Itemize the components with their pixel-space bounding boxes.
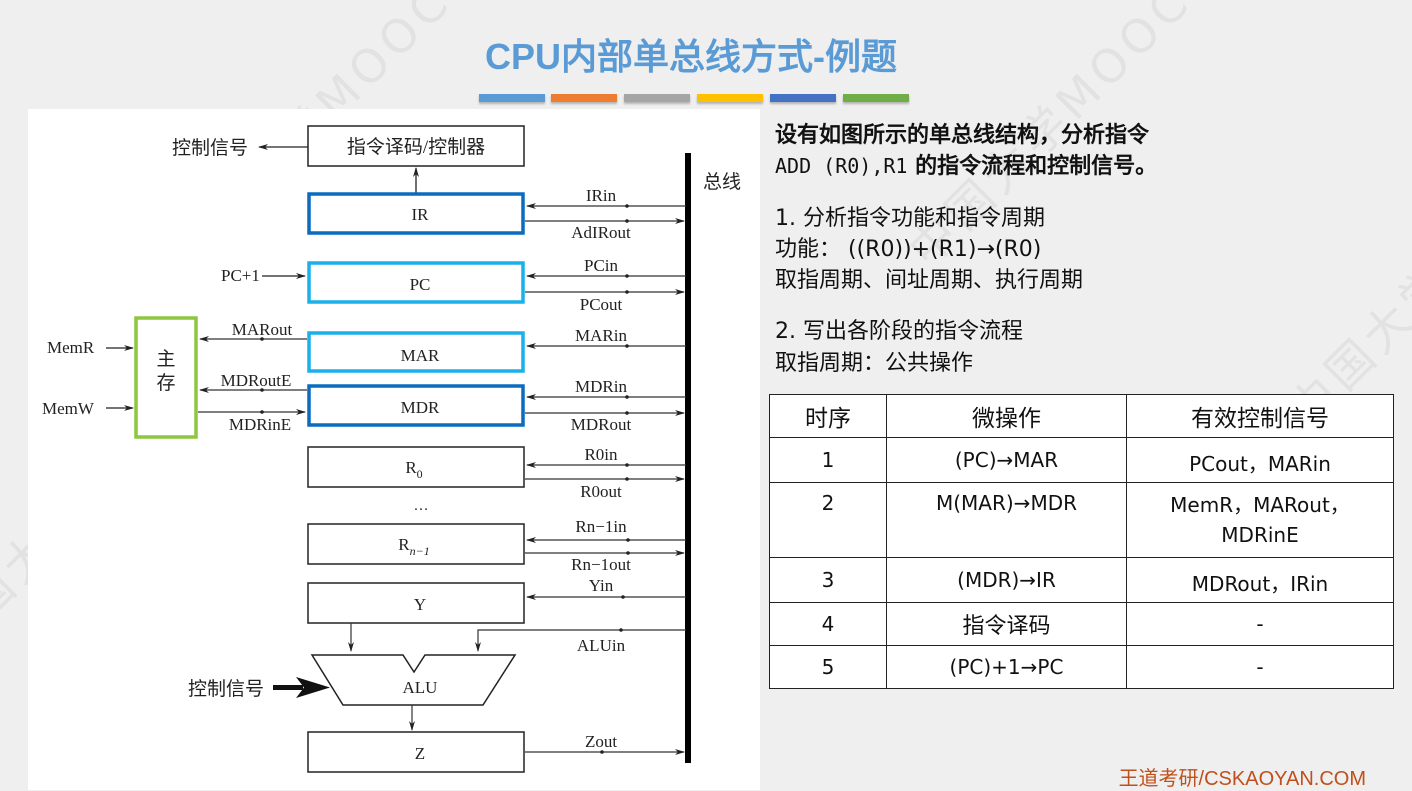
color-bar-blue <box>479 94 545 102</box>
register-r0 <box>307 446 525 488</box>
cell-signals: PCout，MARin <box>1126 437 1394 483</box>
table-row: 2 M(MAR)→MDR MemR，MARout，MDRinE <box>769 482 1394 558</box>
section-2-heading: 2. 写出各阶段的指令流程 <box>775 319 1023 344</box>
section-1: 1. 分析指令功能和指令周期 功能： ((R0))+(R1)→(R0) 取指周期… <box>775 203 1083 296</box>
register-r0-label: R0 <box>405 458 422 481</box>
color-bar-yellow <box>697 94 763 102</box>
register-y-label: Y <box>414 595 426 614</box>
register-ir <box>307 192 525 235</box>
pc-plus-one-label: PC+1 <box>221 266 260 285</box>
alu-control-signal-label: 控制信号 <box>188 678 264 700</box>
mdroute-label: MDRoutE <box>221 371 292 390</box>
question-line-1: 设有如图所示的单总线结构，分析指令 <box>775 123 1150 148</box>
table-row: 3 (MDR)→IR MDRout，IRin <box>769 557 1394 603</box>
section-1-heading: 1. 分析指令功能和指令周期 <box>775 206 1045 231</box>
slide-title: CPU内部单总线方式-例题 <box>485 36 897 77</box>
main-memory-label-1: 主 <box>156 348 175 370</box>
register-pc <box>307 261 525 304</box>
register-mar <box>307 331 525 373</box>
system-bus <box>685 153 691 763</box>
color-bar-green <box>843 94 909 102</box>
cell-signals: MDRout，IRin <box>1126 557 1394 603</box>
control-signal-label-top: 控制信号 <box>172 137 248 159</box>
main-memory <box>134 316 198 439</box>
alu <box>310 654 517 706</box>
cell-op: (MDR)→IR <box>886 557 1127 603</box>
r0out-label: R0out <box>580 482 622 501</box>
cell-signals: MemR，MARout，MDRinE <box>1126 482 1394 558</box>
instruction-code: ADD (R0),R1 <box>775 154 908 178</box>
question-line-2: ADD (R0),R1 的指令流程和控制信号。 <box>775 151 1157 182</box>
alu-label: ALU <box>403 678 438 697</box>
register-ir-label: IR <box>412 205 430 224</box>
instruction-function: 功能： ((R0))+(R1)→(R0) <box>775 237 1042 262</box>
cell-signals: - <box>1126 602 1394 646</box>
table-row: 1 (PC)→MAR PCout，MARin <box>769 437 1394 483</box>
pcin-label: PCin <box>584 256 619 275</box>
register-pc-label: PC <box>410 275 431 294</box>
footer-brand: 王道考研/CSKAOYAN.COM <box>1118 768 1366 790</box>
controller-label: 指令译码/控制器 <box>347 136 485 158</box>
rn-1out-label: Rn−1out <box>571 555 631 574</box>
rn-1in-label: Rn−1in <box>575 517 627 536</box>
header-control-signals: 有效控制信号 <box>1126 394 1394 438</box>
table-row: 4 指令译码 - <box>769 602 1394 646</box>
header-timing: 时序 <box>769 394 887 438</box>
section-2: 2. 写出各阶段的指令流程 取指周期：公共操作 <box>775 316 1023 380</box>
memr-label: MemR <box>47 338 95 357</box>
memw-label: MemW <box>42 399 95 418</box>
main-memory-label-2: 存 <box>156 372 175 394</box>
table-row: 5 (PC)+1→PC - <box>769 645 1394 689</box>
question-text: 设有如图所示的单总线结构，分析指令 ADD (R0),R1 的指令流程和控制信号… <box>775 120 1157 182</box>
marin-label: MARin <box>575 326 627 345</box>
alu-control-arrow <box>273 677 330 698</box>
r0in-label: R0in <box>584 445 618 464</box>
cell-op: M(MAR)→MDR <box>886 482 1127 558</box>
aluin-line <box>475 629 686 652</box>
register-mdr-label: MDR <box>401 398 440 417</box>
color-bar-orange <box>551 94 617 102</box>
marout-label: MARout <box>232 320 293 339</box>
register-mar-label: MAR <box>401 346 440 365</box>
zout-label: Zout <box>585 732 617 751</box>
cell-step: 4 <box>769 602 887 646</box>
register-mdr <box>307 384 525 427</box>
register-z <box>307 731 525 773</box>
register-ellipsis: … <box>414 498 429 514</box>
table-header-row: 时序 微操作 有效控制信号 <box>769 394 1394 438</box>
cell-op: (PC)→MAR <box>886 437 1127 483</box>
mdrin-label: MDRin <box>575 377 627 396</box>
bus-label: 总线 <box>703 171 741 193</box>
micro-operation-table: 时序 微操作 有效控制信号 1 (PC)→MAR PCout，MARin 2 M… <box>769 394 1394 689</box>
mdrine-label: MDRinE <box>229 415 291 434</box>
cell-signals: - <box>1126 645 1394 689</box>
header-micro-op: 微操作 <box>886 394 1127 438</box>
mdrout-label: MDRout <box>571 415 632 434</box>
cell-op: (PC)+1→PC <box>886 645 1127 689</box>
aluin-label: ALUin <box>577 636 626 655</box>
adirout-label: AdIRout <box>571 223 631 242</box>
register-rn-1-label: Rn−1 <box>398 535 429 558</box>
color-bar-gray <box>624 94 690 102</box>
question-line-2-rest: 的指令流程和控制信号。 <box>907 154 1158 179</box>
register-z-label: Z <box>415 744 425 763</box>
cell-step: 3 <box>769 557 887 603</box>
fetch-phase-label: 取指周期：公共操作 <box>775 351 974 376</box>
instruction-decoder-controller <box>307 125 525 167</box>
irin-label: IRin <box>586 186 617 205</box>
register-rn-1 <box>307 523 525 565</box>
register-y <box>307 582 525 624</box>
cell-op: 指令译码 <box>886 602 1127 646</box>
yin-label: Yin <box>589 576 614 595</box>
cell-step: 1 <box>769 437 887 483</box>
cell-step: 5 <box>769 645 887 689</box>
pcout-label: PCout <box>580 295 623 314</box>
instruction-cycles: 取指周期、间址周期、执行周期 <box>775 268 1084 293</box>
color-bar-darkblue <box>770 94 836 102</box>
cell-step: 2 <box>769 482 887 558</box>
